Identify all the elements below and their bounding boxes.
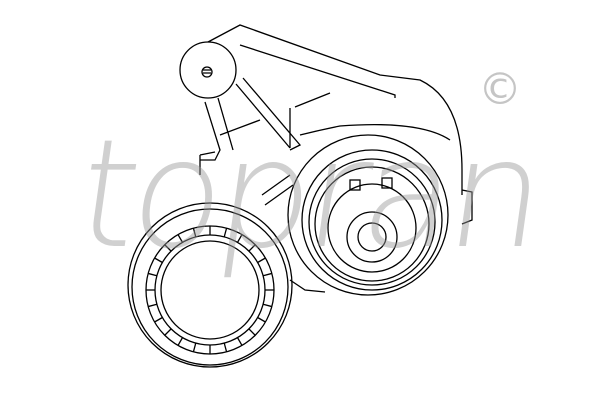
pulley-rib [236, 234, 243, 243]
brand-watermark: topran [67, 108, 551, 282]
pulley-rib [192, 228, 197, 238]
pulley-rib [262, 303, 272, 308]
pulley-rib [164, 244, 172, 252]
mount-eye [179, 41, 237, 99]
pulley-rib [177, 234, 184, 243]
pulley-rib [248, 244, 256, 252]
copyright-symbol: © [478, 64, 522, 115]
pulley-rib [154, 257, 163, 264]
pulley-rib [257, 257, 266, 264]
pulley-rib [248, 328, 256, 336]
pulley-rib [223, 228, 228, 238]
pulley-rib [236, 337, 243, 346]
pulley-rib [177, 337, 184, 346]
pulley-rib [192, 342, 197, 352]
pulley-rib [148, 303, 158, 308]
pulley-rib [154, 316, 163, 323]
pulley-rib [223, 342, 228, 352]
mounting-bracket [199, 24, 473, 225]
tensioner-pulley [287, 134, 449, 296]
pulley-rib [148, 272, 158, 277]
pulley-rib [257, 316, 266, 323]
idler-pulley [127, 202, 293, 368]
pulley-rib [262, 272, 272, 277]
pulley-rib [164, 328, 172, 336]
